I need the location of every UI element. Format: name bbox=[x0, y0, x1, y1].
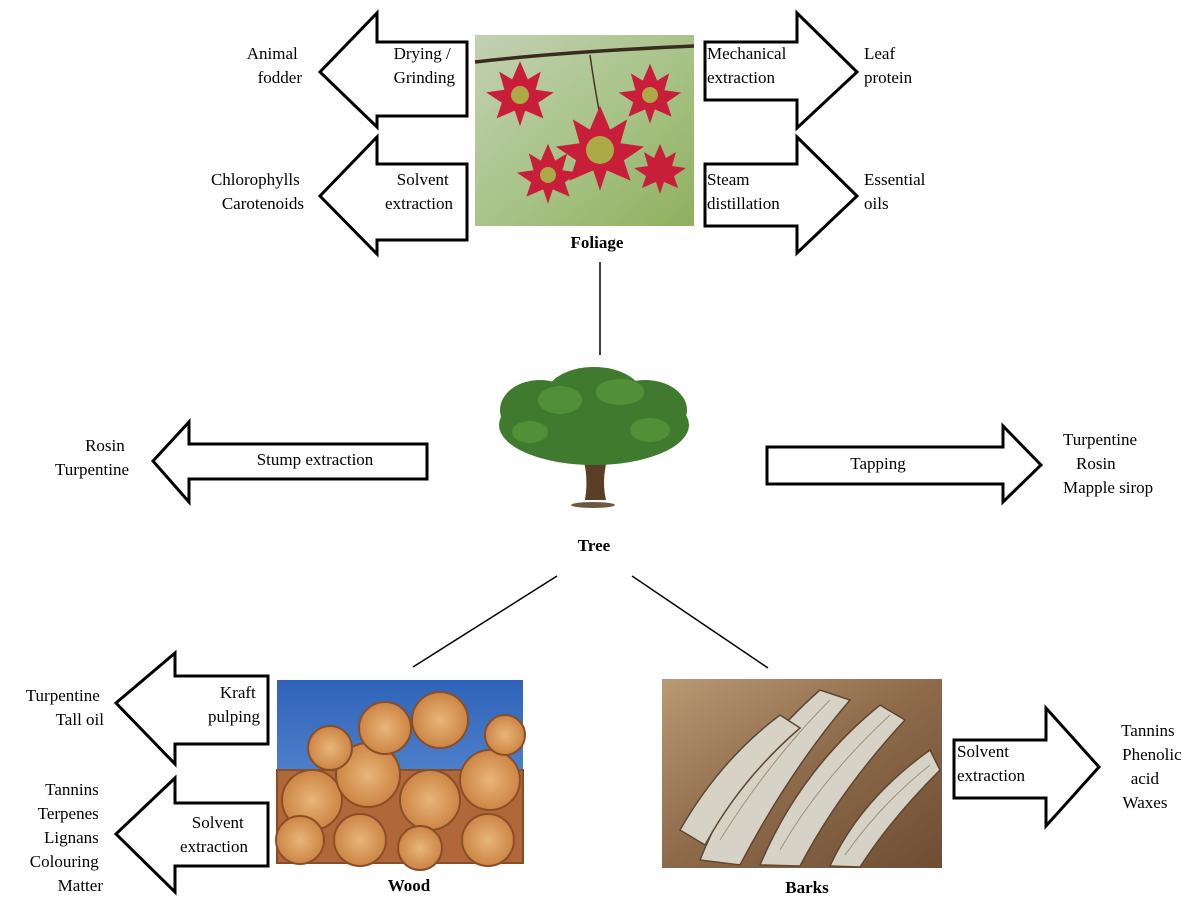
tree-caption: Tree bbox=[578, 536, 611, 555]
connector-tree-barks bbox=[631, 575, 769, 669]
solvent-extraction-bark-arrow bbox=[952, 704, 1102, 830]
tree-image bbox=[499, 367, 689, 508]
chlorophylls-product: Chlorophylls Carotenoids bbox=[211, 170, 304, 213]
tapping-products: Turpentine Rosin Mapple sirop bbox=[1063, 430, 1153, 497]
tapping-arrow bbox=[765, 422, 1044, 506]
foliage-caption: Foliage bbox=[571, 233, 624, 252]
barks-caption: Barks bbox=[785, 878, 829, 897]
kraft-pulping-label: Kraft pulping bbox=[208, 683, 260, 726]
tapping-label: Tapping bbox=[850, 454, 906, 473]
drying-grinding-label: Drying / Grinding bbox=[394, 44, 456, 87]
drying-grinding-arrow bbox=[317, 9, 469, 131]
foliage-image bbox=[474, 35, 695, 226]
steam-distillation-label: Steam distillation bbox=[707, 170, 780, 213]
leaf-protein-product: Leaf protein bbox=[864, 44, 913, 87]
bark-products: Tannins Phenolic acid Waxes bbox=[1121, 721, 1186, 812]
steam-distillation-arrow bbox=[703, 133, 860, 257]
solvent-extraction-foliage-label: Solvent extraction bbox=[385, 170, 453, 213]
wood-solvent-products: Tannins Terpenes Lignans Colouring Matte… bbox=[30, 780, 104, 895]
mechanical-extraction-arrow bbox=[703, 9, 860, 132]
kraft-products: Turpentine Tall oil bbox=[26, 686, 105, 729]
stump-products: Rosin Turpentine bbox=[55, 436, 129, 479]
stump-extraction-arrow bbox=[150, 418, 429, 506]
solvent-extraction-bark-label: Solvent extraction bbox=[957, 742, 1025, 785]
wood-image bbox=[275, 680, 526, 871]
solvent-extraction-wood-label: Solvent extraction bbox=[180, 813, 248, 856]
stump-extraction-label: Stump extraction bbox=[257, 450, 374, 469]
animal-fodder-product: Animal fodder bbox=[247, 44, 303, 87]
mechanical-extraction-label: Mechanical extraction bbox=[707, 44, 791, 87]
solvent-extraction-wood-arrow bbox=[113, 774, 270, 896]
barks-image bbox=[662, 679, 942, 868]
essential-oils-product: Essential oils bbox=[864, 170, 930, 213]
solvent-extraction-foliage-arrow bbox=[317, 133, 469, 258]
wood-caption: Wood bbox=[388, 876, 431, 895]
kraft-pulping-arrow bbox=[113, 649, 270, 768]
connector-tree-wood bbox=[412, 575, 558, 668]
